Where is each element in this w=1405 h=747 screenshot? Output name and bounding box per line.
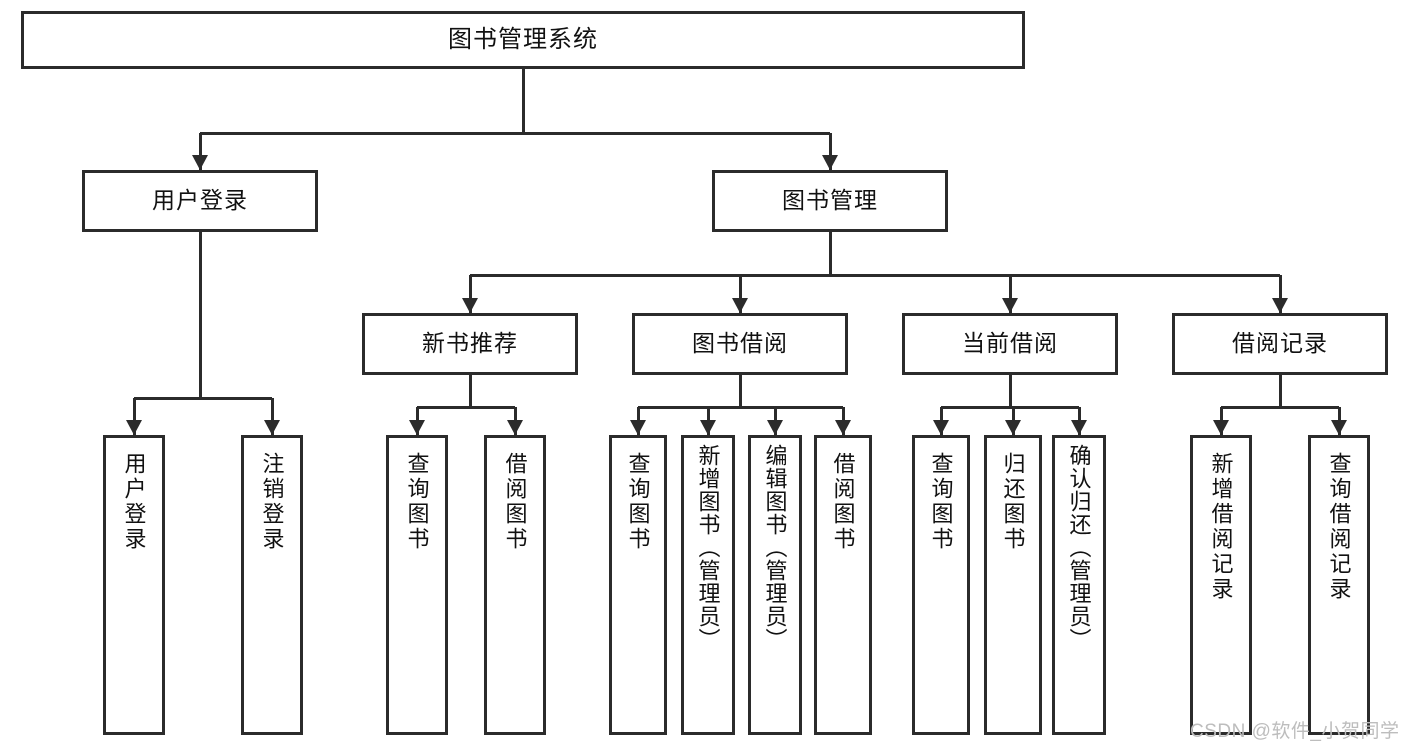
node-leaf-用户登录[interactable]: 用户登录 <box>103 435 165 735</box>
leaf-label: 注销登录 <box>259 452 285 552</box>
node-leaf-编辑图书管理员[interactable]: 编辑图书（管理员） <box>748 435 802 735</box>
leaf-label: 查询图书 <box>404 452 430 552</box>
leaf-label: 新增借阅记录 <box>1208 452 1234 602</box>
arrowhead-icon <box>462 298 478 313</box>
connector-stem <box>198 232 202 398</box>
connector-root-stem <box>521 69 525 133</box>
node-leaf-借阅图书[interactable]: 借阅图书 <box>484 435 546 735</box>
arrowhead-icon <box>1213 420 1229 435</box>
arrowhead-icon <box>767 420 783 435</box>
arrowhead-icon <box>507 420 523 435</box>
leaf-label: 查询借阅记录 <box>1326 452 1352 602</box>
node-l2-用户登录[interactable]: 用户登录 <box>82 170 318 232</box>
connector-root-bus <box>200 131 830 135</box>
connector-bus <box>638 405 843 409</box>
connector-drop <box>132 398 136 435</box>
connector-bus <box>134 396 272 400</box>
connector-bus <box>417 405 515 409</box>
node-root-图书管理系统[interactable]: 图书管理系统 <box>21 11 1025 69</box>
connector-stem <box>738 375 742 407</box>
leaf-label: 查询图书 <box>928 452 954 552</box>
arrowhead-icon <box>1005 420 1021 435</box>
connector-l2-stem <box>828 232 832 275</box>
arrowhead-icon <box>1071 420 1087 435</box>
arrowhead-icon <box>1272 298 1288 313</box>
connector-l2-bus <box>470 273 1280 277</box>
node-leaf-查询图书[interactable]: 查询图书 <box>386 435 448 735</box>
connector-stem <box>1008 375 1012 407</box>
node-leaf-新增借阅记录[interactable]: 新增借阅记录 <box>1190 435 1252 735</box>
leaf-label: 确认归还（管理员） <box>1066 444 1092 651</box>
csdn-watermark: CSDN @软件_小贺同学 <box>1190 721 1400 742</box>
connector-drop <box>828 133 832 170</box>
connector-drop <box>468 275 472 313</box>
node-l3-新书推荐[interactable]: 新书推荐 <box>362 313 578 375</box>
connector-drop <box>198 133 202 170</box>
node-leaf-查询图书[interactable]: 查询图书 <box>912 435 970 735</box>
arrowhead-icon <box>822 155 838 170</box>
connector-drop <box>1278 275 1282 313</box>
connector-drop <box>1008 275 1012 313</box>
node-leaf-查询借阅记录[interactable]: 查询借阅记录 <box>1308 435 1370 735</box>
arrowhead-icon <box>126 420 142 435</box>
leaf-label: 编辑图书（管理员） <box>762 444 788 651</box>
node-leaf-归还图书[interactable]: 归还图书 <box>984 435 1042 735</box>
leaf-label: 借阅图书 <box>502 452 528 552</box>
leaf-label: 归还图书 <box>1000 452 1026 552</box>
arrowhead-icon <box>192 155 208 170</box>
arrowhead-icon <box>630 420 646 435</box>
node-l2-图书管理[interactable]: 图书管理 <box>712 170 948 232</box>
arrowhead-icon <box>732 298 748 313</box>
connector-stem <box>468 375 472 407</box>
leaf-label: 新增图书（管理员） <box>695 444 721 651</box>
connector-bus <box>941 405 1079 409</box>
connector-drop <box>270 398 274 435</box>
node-leaf-借阅图书[interactable]: 借阅图书 <box>814 435 872 735</box>
node-l3-当前借阅[interactable]: 当前借阅 <box>902 313 1118 375</box>
leaf-label: 查询图书 <box>625 452 651 552</box>
node-leaf-注销登录[interactable]: 注销登录 <box>241 435 303 735</box>
leaf-label: 借阅图书 <box>830 452 856 552</box>
arrowhead-icon <box>700 420 716 435</box>
node-leaf-确认归还管理员[interactable]: 确认归还（管理员） <box>1052 435 1106 735</box>
connector-stem <box>1278 375 1282 407</box>
node-l3-借阅记录[interactable]: 借阅记录 <box>1172 313 1388 375</box>
connector-drop <box>738 275 742 313</box>
node-l3-图书借阅[interactable]: 图书借阅 <box>632 313 848 375</box>
arrowhead-icon <box>264 420 280 435</box>
arrowhead-icon <box>409 420 425 435</box>
arrowhead-icon <box>933 420 949 435</box>
arrowhead-icon <box>1331 420 1347 435</box>
node-leaf-查询图书[interactable]: 查询图书 <box>609 435 667 735</box>
arrowhead-icon <box>1002 298 1018 313</box>
arrowhead-icon <box>835 420 851 435</box>
node-leaf-新增图书管理员[interactable]: 新增图书（管理员） <box>681 435 735 735</box>
leaf-label: 用户登录 <box>121 452 147 552</box>
connector-bus <box>1221 405 1339 409</box>
